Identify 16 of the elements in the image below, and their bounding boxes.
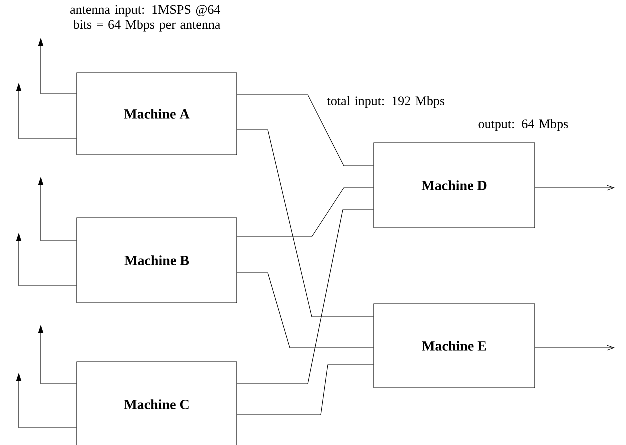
output-arrow — [535, 345, 615, 351]
connector-line — [237, 210, 374, 384]
connector-line — [237, 364, 374, 416]
connector-line — [237, 130, 374, 318]
annotation-text: antenna input: 1MSPS @64 bits = 64 Mbps per antenna — [70, 5, 221, 32]
annotation-text: total input: 192 Mbps — [327, 96, 445, 108]
machine-box: Machine A — [76, 72, 238, 156]
connector-line — [237, 188, 374, 238]
machine-box: Machine B — [76, 218, 238, 304]
machine-box: Machine E — [374, 304, 536, 388]
output-arrow — [535, 185, 615, 191]
machine-box: Machine D — [374, 142, 536, 228]
connector-line — [237, 272, 374, 348]
annotation-text: output: 64 Mbps — [478, 119, 568, 132]
connector-line — [237, 94, 374, 166]
machine-box: Machine C — [76, 362, 238, 445]
